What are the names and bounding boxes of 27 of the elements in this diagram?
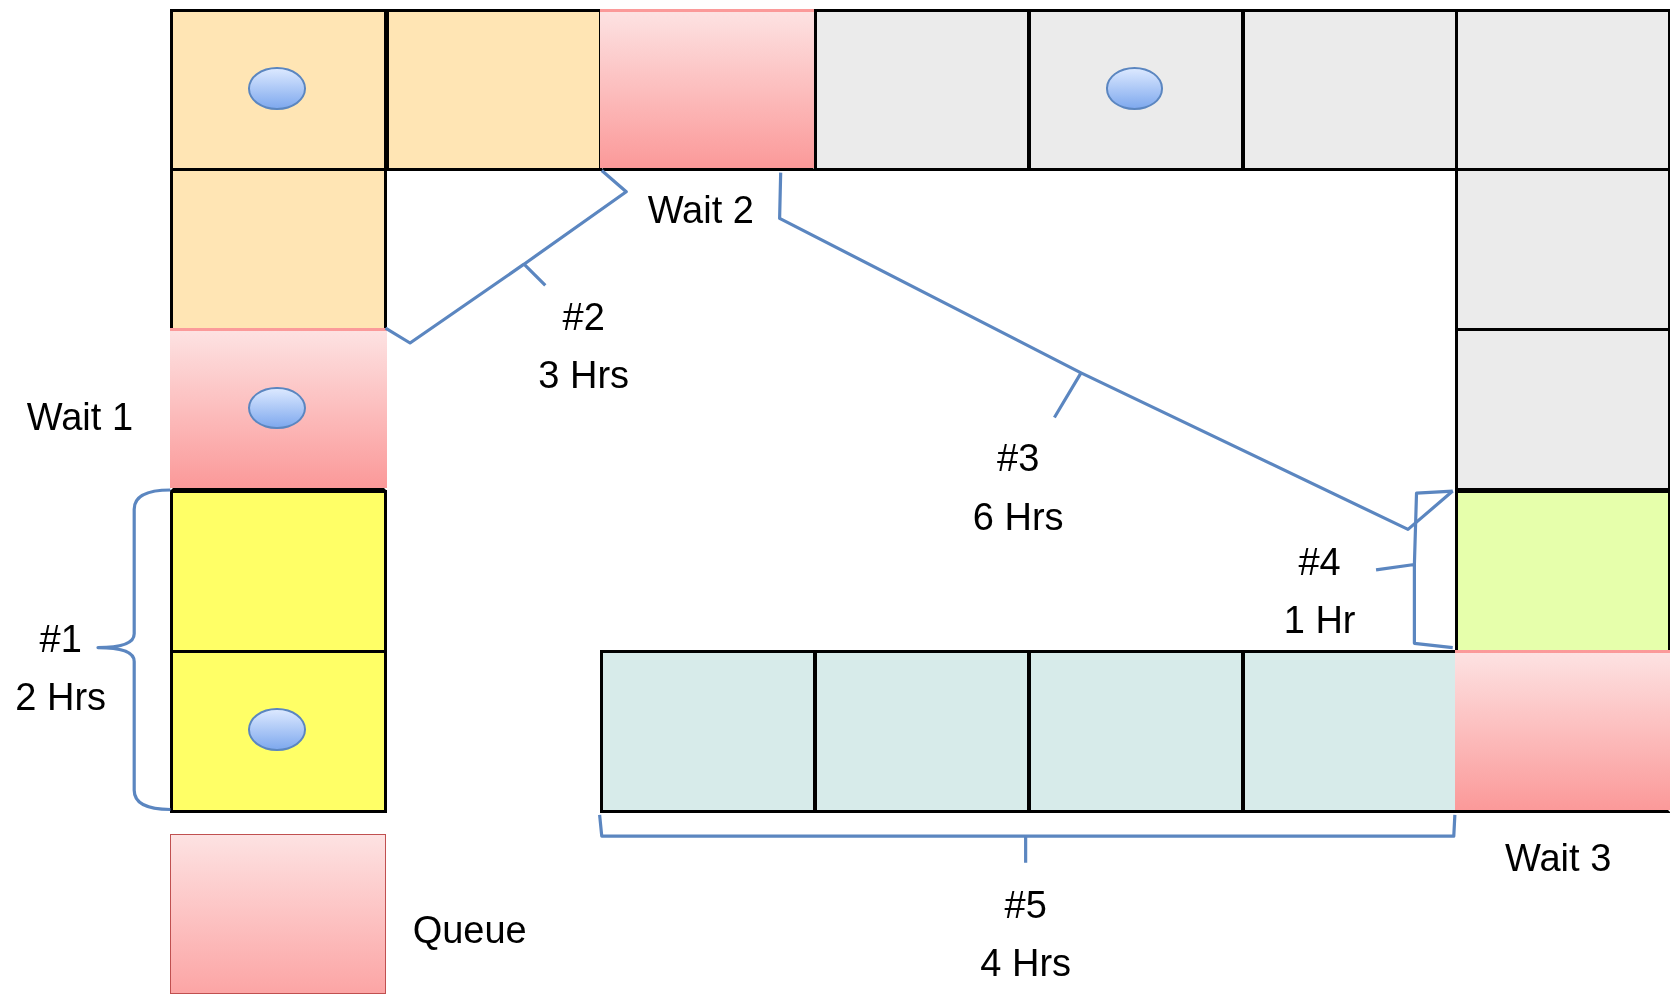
step-number: #4 (1298, 543, 1341, 582)
grid-square (1027, 8, 1244, 172)
step-number: #5 (1004, 886, 1047, 925)
grid-square (813, 8, 1030, 172)
wait-label: Wait 3 (1505, 839, 1612, 878)
grid-square (599, 649, 816, 813)
token-ellipse (248, 708, 306, 751)
grid-square (1027, 649, 1244, 813)
grid-square (1454, 328, 1670, 491)
duration-label: 1 Hr (1283, 600, 1356, 639)
token-ellipse (248, 386, 306, 430)
legend-label: Queue (412, 910, 527, 949)
duration-label: 6 Hrs (972, 497, 1064, 536)
grid-square (1454, 489, 1670, 653)
token-ellipse (1105, 67, 1163, 110)
token-ellipse (248, 67, 306, 110)
step-number: #3 (997, 438, 1040, 477)
grid-square (813, 649, 1030, 813)
step-number: #1 (39, 620, 82, 658)
duration-label: 2 Hrs (15, 677, 107, 716)
wait-label: Wait 1 (26, 398, 134, 437)
grid-square (385, 8, 602, 172)
step-number: #2 (562, 298, 605, 337)
duration-label: 3 Hrs (538, 355, 630, 394)
grid-square (170, 489, 387, 653)
wait-label: Wait 2 (647, 190, 754, 229)
duration-label: 4 Hrs (980, 943, 1072, 982)
